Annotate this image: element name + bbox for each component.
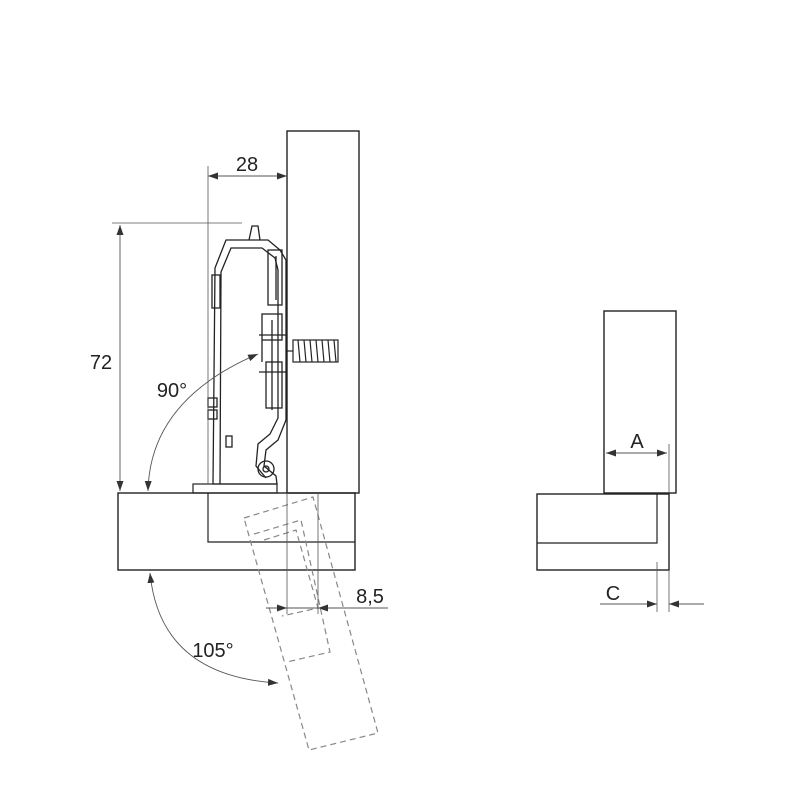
- right-cabinet-panel: [536, 493, 670, 571]
- mounting-plate: [192, 483, 278, 494]
- dim-c: [600, 562, 704, 612]
- dim-72: [112, 222, 242, 491]
- cup-recess: [207, 493, 355, 543]
- arc-105: [147, 572, 279, 686]
- dim-a-label: A: [630, 431, 644, 453]
- right-door-panel: [603, 310, 677, 494]
- cabinet-panel: [117, 492, 356, 571]
- right-cabinet-inner: [537, 494, 658, 544]
- angle-105-label: 105°: [192, 640, 233, 662]
- door-panel: [286, 130, 360, 494]
- adjustment-screw: [287, 339, 339, 363]
- dim-8-5-label: 8,5: [356, 586, 384, 608]
- dim-28-label: 28: [236, 154, 258, 176]
- hinge-body: [207, 225, 287, 485]
- angle-90-label: 90°: [157, 380, 187, 402]
- dim-c-label: C: [606, 583, 620, 605]
- open-door-outline: [243, 496, 379, 751]
- dim-a: [606, 444, 670, 493]
- dim-72-label: 72: [90, 352, 112, 374]
- arc-90: [144, 353, 259, 492]
- dim-8-5: [266, 493, 388, 614]
